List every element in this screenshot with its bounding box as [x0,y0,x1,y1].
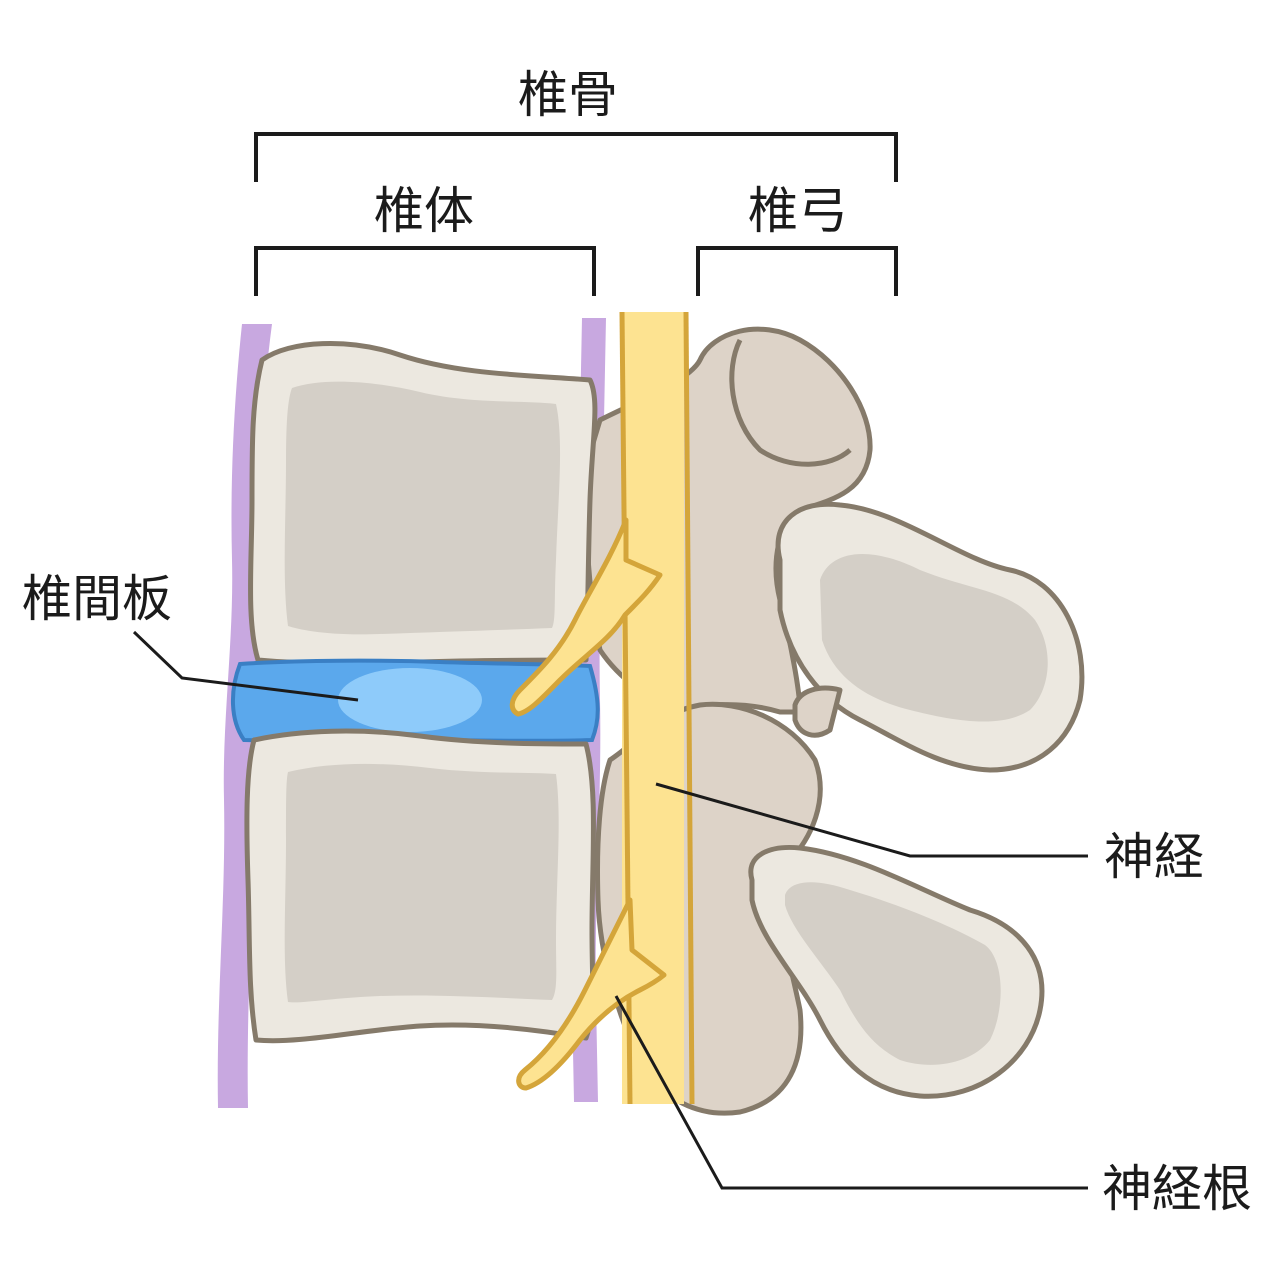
label-nerve: 神経 [1104,828,1204,886]
nerve-root-lower [516,897,667,1091]
nucleus-pulposus [338,668,482,732]
bracket-vertebral-body [254,246,596,296]
bracket-vertebral-arch [696,246,898,296]
leader-nerve [655,782,1088,858]
spinous-process-upper [775,501,1085,773]
leader-nerve-root [614,995,1088,1190]
vertebral-body-lower [244,728,596,1044]
spinous-process-lower [748,844,1045,1099]
label-vertebra: 椎骨 [518,66,618,124]
intervertebral-disc [231,658,600,743]
leader-disc [132,630,359,702]
label-intervertebral-disc: 椎間板 [22,570,172,628]
label-nerve-root: 神経根 [1102,1160,1252,1218]
label-vertebral-body: 椎体 [374,182,474,240]
nerve-root-upper [509,517,663,717]
facet-joint [792,685,843,738]
vertebral-body-upper [248,341,598,666]
label-vertebral-arch: 椎弓 [748,182,848,240]
bracket-vertebra [254,132,898,182]
